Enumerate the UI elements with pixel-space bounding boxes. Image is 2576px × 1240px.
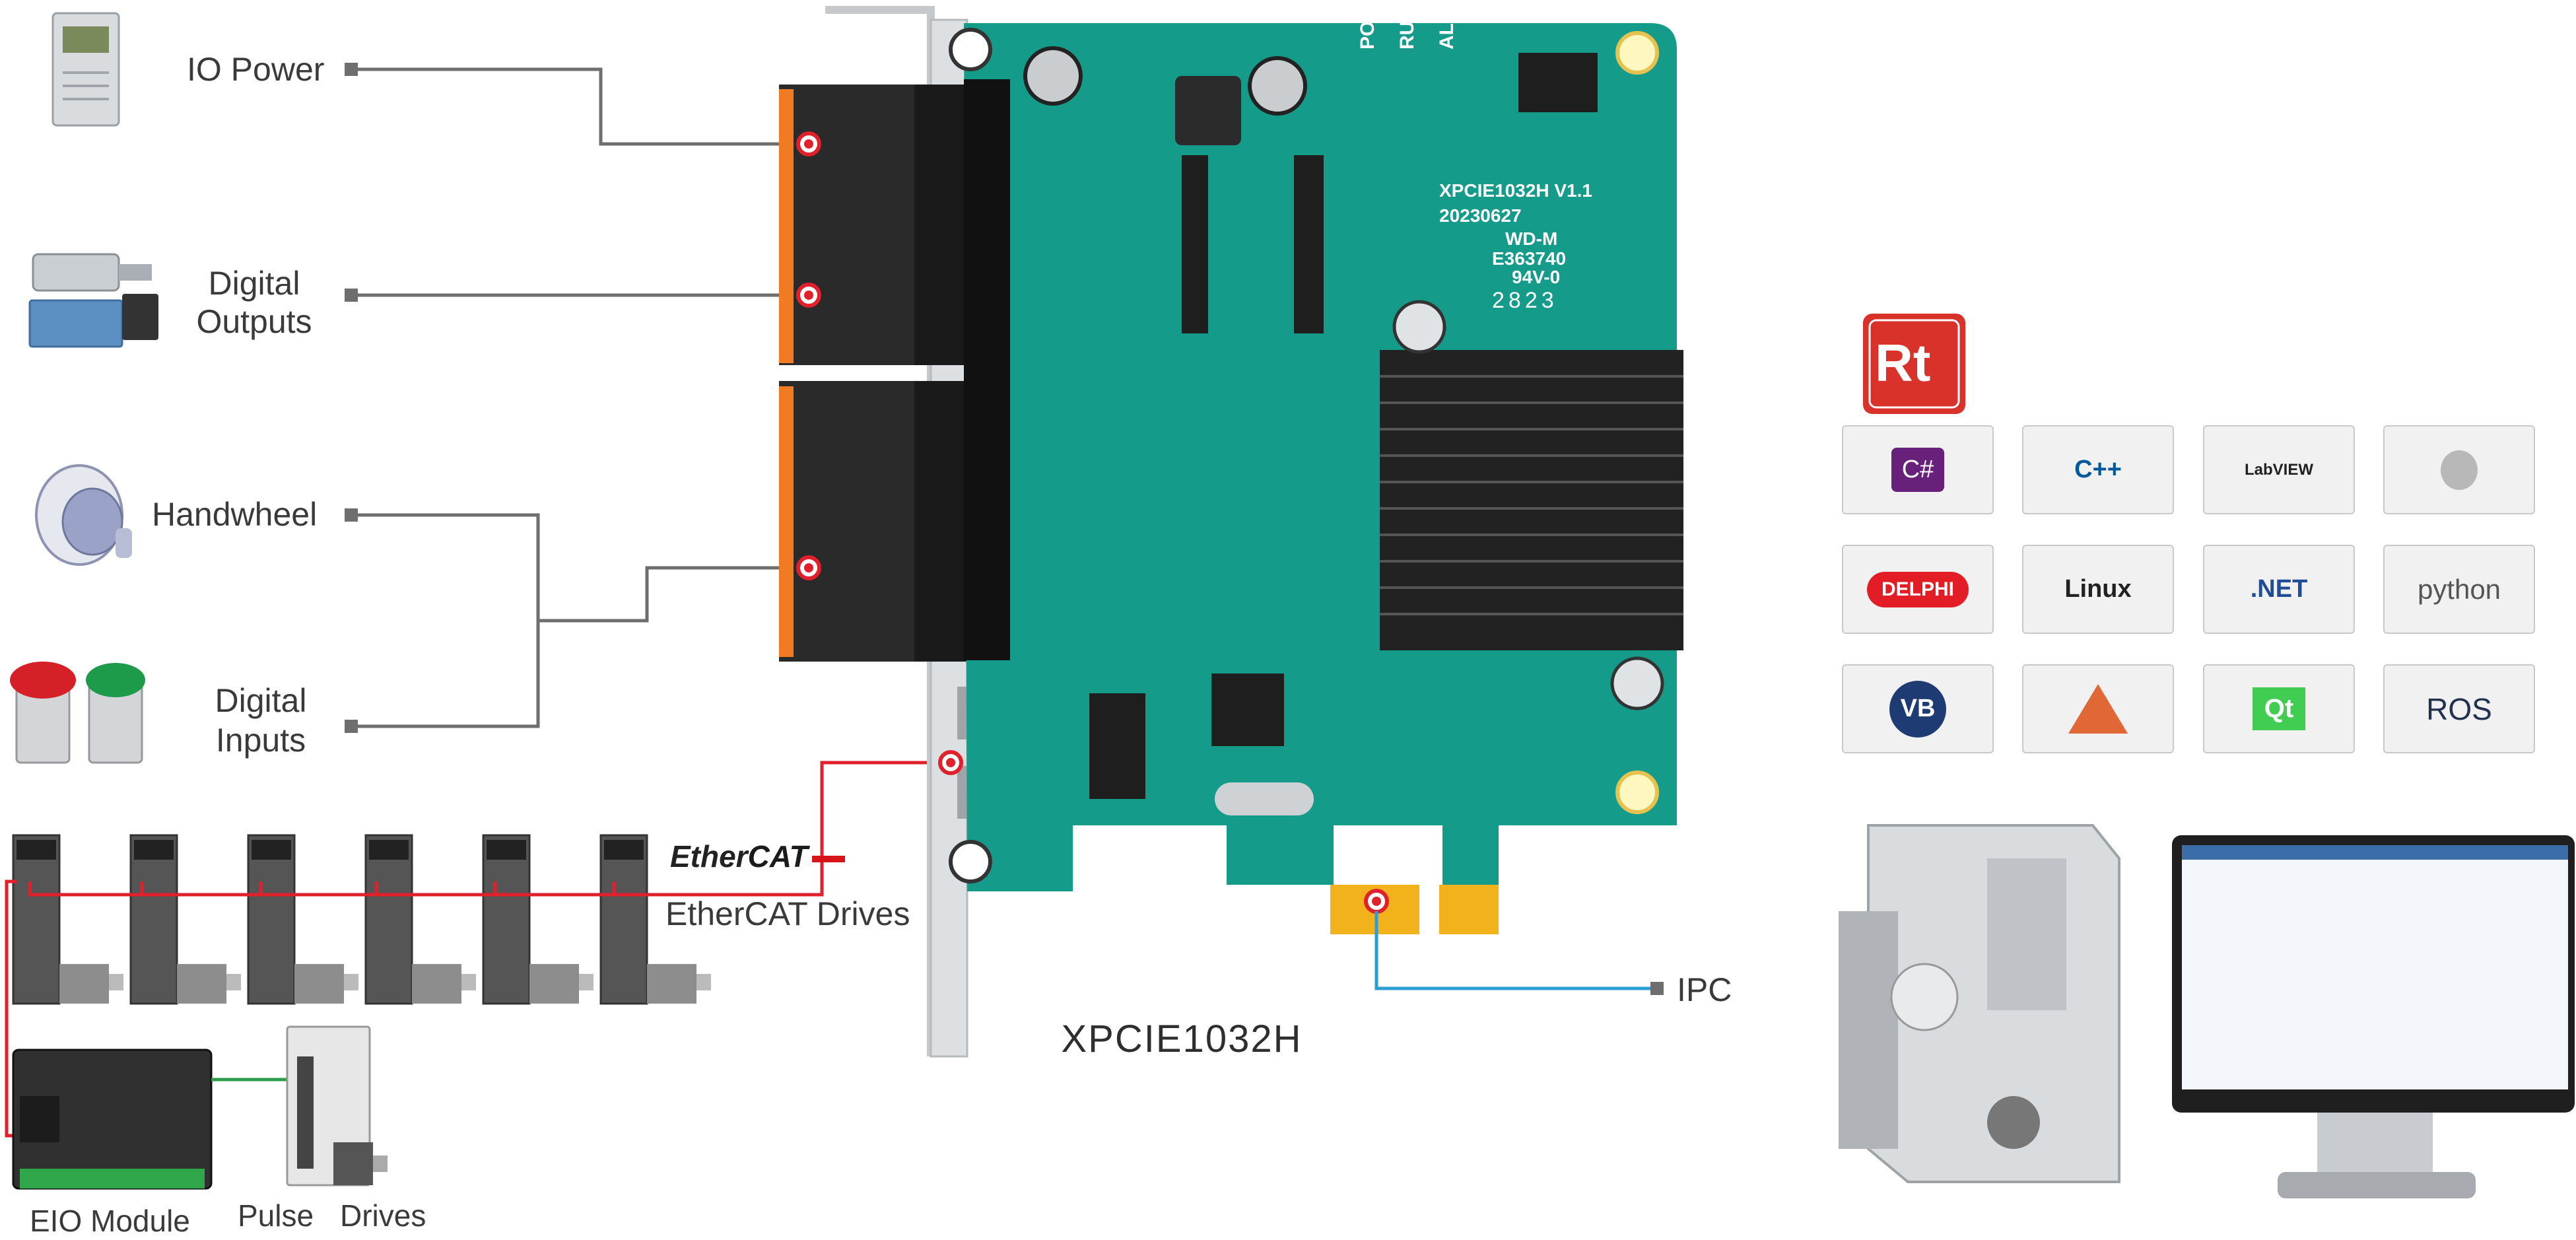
linux-icon: Linux [2064,575,2132,603]
python-icon: python [2417,573,2501,605]
handwheel-icon [35,464,132,566]
tile-dotnet: .NET [2203,545,2355,634]
tile-python: python [2383,545,2535,634]
red-marker-dots [804,139,1381,906]
label-digital-inputs-line1: Digital [215,682,307,719]
push-buttons-icon [10,662,145,764]
rt-logo-text: Rt [1875,333,1931,392]
silk-rating: 94V-0 [1512,267,1561,287]
pcb-board [949,23,1683,934]
cpu-chip [1211,673,1284,746]
label-eio-module: EIO Module [30,1204,190,1238]
matlab-icon [2068,684,2128,734]
qt-icon: Qt [2252,687,2306,730]
eio-module-icon [12,1049,213,1190]
heatsink [1380,350,1683,650]
label-pulse: Pulse [238,1198,314,1233]
label-handwheel: Handwheel [152,496,318,533]
label-digital-outputs-line1: Digital [208,265,300,302]
wire-ethercat-chain [28,761,951,897]
label-ethercat-drives: EtherCAT Drives [665,895,910,932]
eth-chip [1089,693,1145,799]
dotnet-icon: .NET [2250,575,2308,603]
drive-1 [12,834,123,1005]
drive-5 [482,834,593,1005]
silk-cert: E363740 [1492,248,1567,269]
silk-vendor: WD-M [1505,228,1558,249]
csharp-icon: C# [1891,448,1945,492]
label-drives: Drives [340,1198,426,1233]
wire-end-ipc [1650,982,1664,995]
delphi-icon: DELPHI [1866,571,1969,607]
drive-3 [247,834,358,1005]
silk-alm: ALM [1436,7,1458,50]
label-ipc: IPC [1677,971,1732,1008]
ethercat-logo: EtherCAT [670,839,845,874]
pulse-drive-icon [286,1025,388,1187]
ethercat-logo-a: Ether [670,839,748,874]
silk-run: RUN [1396,7,1418,50]
tile-cpp: C++ [2022,425,2174,514]
power-supply-icon [51,12,120,127]
cpp-icon: C++ [2074,456,2122,483]
tile-csharp: C# [1842,425,1994,514]
wire-io-power [353,67,809,146]
monitor-icon [2172,835,2575,1198]
label-digital-inputs-line2: Inputs [215,722,306,759]
wiring-gray [353,67,809,728]
wire-endpoints [345,63,358,733]
labview-icon: LabVIEW [2244,460,2313,479]
silk-code: 2823 [1492,288,1558,313]
terminal-block-top [779,85,967,365]
drive-4 [364,834,476,1005]
tile-linux: Linux [2022,545,2174,634]
label-io-power: IO Power [187,51,325,88]
crystal [1215,782,1314,815]
tile-apple [2383,425,2535,514]
tile-labview: LabVIEW [2203,425,2355,514]
drive-6 [599,834,711,1005]
wire-end-digital-outputs [345,289,358,302]
ros-icon: ROS [2426,691,2492,726]
label-digital-outputs-line2: Outputs [196,303,312,340]
ethercat-drives-chain [12,834,711,1005]
wire-end-digital-inputs [345,720,358,733]
ethercat-arrow-icon [811,855,845,862]
drive-2 [129,834,241,1005]
inductor [1175,76,1241,145]
tile-qt: Qt [2203,664,2355,753]
wire-handwheel [353,513,809,623]
apple-icon [2441,450,2478,490]
rt-logo [1863,314,1965,414]
solenoid-valve-icon [28,253,158,348]
ethercat-logo-b: CAT [747,839,808,874]
tile-delphi: DELPHI [1842,545,1994,634]
wire-end-io-power [345,63,358,76]
gold-fingers-right [1439,885,1499,934]
industrial-pc-icon [1839,824,2120,1183]
silk-date: 20230627 [1439,205,1522,226]
wire-digital-inputs [353,621,540,728]
terminal-block-bottom [779,381,967,662]
silk-model: XPCIE1032H V1.1 [1439,180,1592,201]
tile-vb: VB [1842,664,1994,753]
wire-ipc [1374,911,1654,990]
vb-icon: VB [1889,680,1946,738]
silk-pow: POW [1357,2,1378,50]
tile-matlab [2022,664,2174,753]
tile-ros: ROS [2383,664,2535,753]
product-title: XPCIE1032H [1061,1017,1303,1060]
wire-end-handwheel [345,508,358,522]
